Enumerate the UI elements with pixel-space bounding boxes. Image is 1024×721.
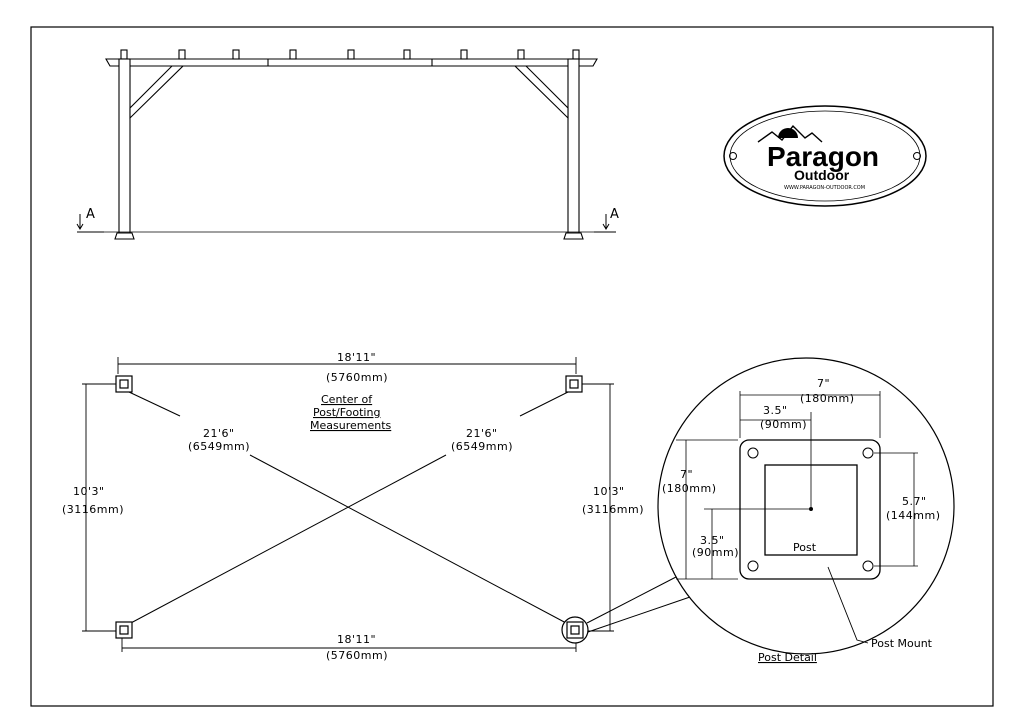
- plan-post-bl: [115, 621, 133, 639]
- post-detail: [657, 357, 955, 655]
- diag-right-mm: (6549mm): [451, 440, 513, 453]
- plan-post-tr: [565, 375, 583, 393]
- post-mount-plate: [739, 439, 881, 580]
- left-post-base: [114, 232, 135, 240]
- paragon-logo: Paragon Outdoor WWW.PARAGON-OUTDOOR.COM: [723, 105, 927, 207]
- section-marker-right: [594, 214, 616, 233]
- top-beam: [105, 58, 598, 67]
- section-marker-left: [76, 214, 104, 233]
- diag-left: 21'6": [203, 427, 235, 440]
- detail-half-left-mm: (90mm): [692, 546, 739, 559]
- plan-post-tl: [115, 375, 133, 393]
- right-post-base: [563, 232, 584, 240]
- section-marker-right-label: A: [610, 207, 619, 222]
- left-brace: [129, 65, 185, 120]
- top-length-mm: (5760mm): [326, 371, 388, 384]
- logo-sub: Outdoor: [794, 167, 850, 183]
- diag-left-mm: (6549mm): [188, 440, 250, 453]
- left-width: 10'3": [73, 485, 105, 498]
- detail-top-width-mm: (180mm): [800, 392, 855, 405]
- elevation-view: [100, 49, 600, 240]
- post-mount-label: Post Mount: [871, 637, 933, 650]
- right-width: 10'3": [593, 485, 625, 498]
- plan-post-br: [561, 616, 589, 644]
- center-note-3: Measurements: [310, 419, 392, 432]
- detail-bolt-spacing: 5.7": [902, 495, 927, 508]
- detail-half-top-mm: (90mm): [760, 418, 807, 431]
- logo-url: WWW.PARAGON-OUTDOOR.COM: [784, 185, 865, 191]
- right-brace: [513, 65, 569, 120]
- right-post: [567, 58, 580, 234]
- post-detail-title: Post Detail: [758, 651, 817, 664]
- detail-left-height-mm: (180mm): [662, 482, 717, 495]
- plan-view: [82, 357, 691, 652]
- detail-bolt-spacing-mm: (144mm): [886, 509, 941, 522]
- mountain-icon: [757, 124, 823, 143]
- center-note-2: Post/Footing: [313, 406, 380, 419]
- center-note-1: Center of: [321, 393, 373, 406]
- left-width-mm: (3116mm): [62, 503, 124, 516]
- rafter-brackets: [120, 49, 580, 60]
- detail-half-left: 3.5": [700, 534, 725, 547]
- diag-right: 21'6": [466, 427, 498, 440]
- detail-half-top: 3.5": [763, 404, 788, 417]
- detail-top-width: 7": [817, 377, 830, 390]
- bottom-length-mm: (5760mm): [326, 649, 388, 662]
- detail-left-height: 7": [680, 468, 693, 481]
- bottom-length: 18'11": [337, 633, 376, 646]
- right-width-mm: (3116mm): [582, 503, 644, 516]
- post-label: Post: [793, 541, 817, 554]
- left-post: [118, 58, 131, 234]
- sheet-border: [30, 26, 994, 707]
- section-marker-left-label: A: [86, 207, 95, 222]
- logo-brand: Paragon: [767, 141, 879, 172]
- top-length: 18'11": [337, 351, 376, 364]
